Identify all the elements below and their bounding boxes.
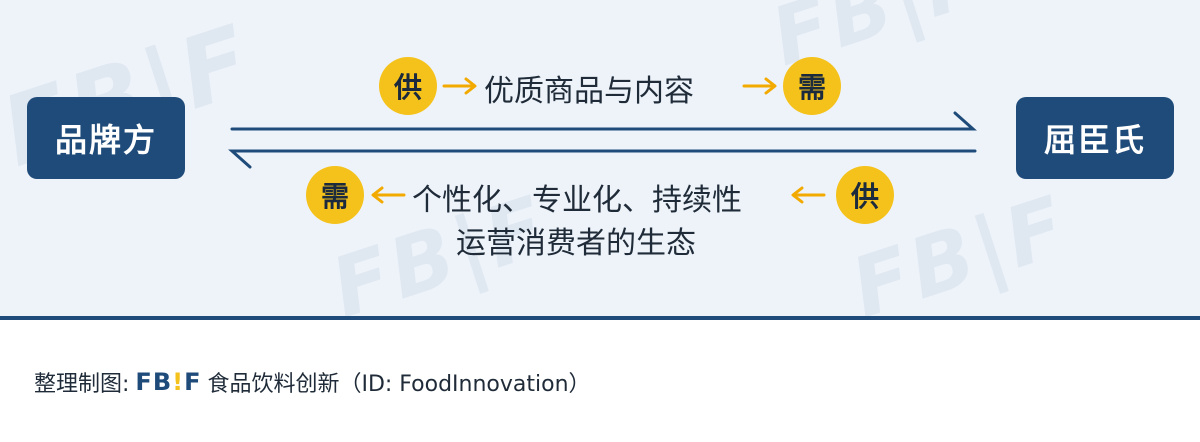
node-watsons: 屈臣氏 [1016,97,1174,179]
arrow-to-right [230,111,977,131]
diagram-panel: FB|F FB|F FB|F FB|F 品牌方 屈臣氏 供 优质商品与内容 需 … [0,0,1200,337]
demand-badge: 需 [783,57,841,115]
bottom-flow-label-line1: 个性化、专业化、持续性 [412,183,742,218]
arrow-to-left [228,149,977,169]
caption-prefix: 整理制图: [34,372,130,397]
fbif-logo: FB!F [135,368,201,396]
left-arrow-icon [371,186,406,204]
right-arrow-icon [742,77,777,95]
right-arrow-icon [442,77,477,95]
node-brand: 品牌方 [27,97,185,179]
supply-badge: 供 [836,166,894,224]
demand-badge: 需 [306,166,364,224]
logo-text: FB [135,368,173,396]
divider [0,316,1200,320]
caption-suffix: 食品饮料创新（ID: FoodInnovation） [207,372,591,397]
left-arrow-icon [791,186,826,204]
exchange-arrows [228,111,977,169]
bottom-flow-label-line2: 运营消费者的生态 [456,226,696,261]
logo-text: F [184,368,202,396]
logo-bang: ! [172,368,185,396]
source-caption: 整理制图: FB!F 食品饮料创新（ID: FoodInnovation） [34,366,591,398]
supply-badge: 供 [379,57,437,115]
top-flow-label: 优质商品与内容 [484,74,694,109]
